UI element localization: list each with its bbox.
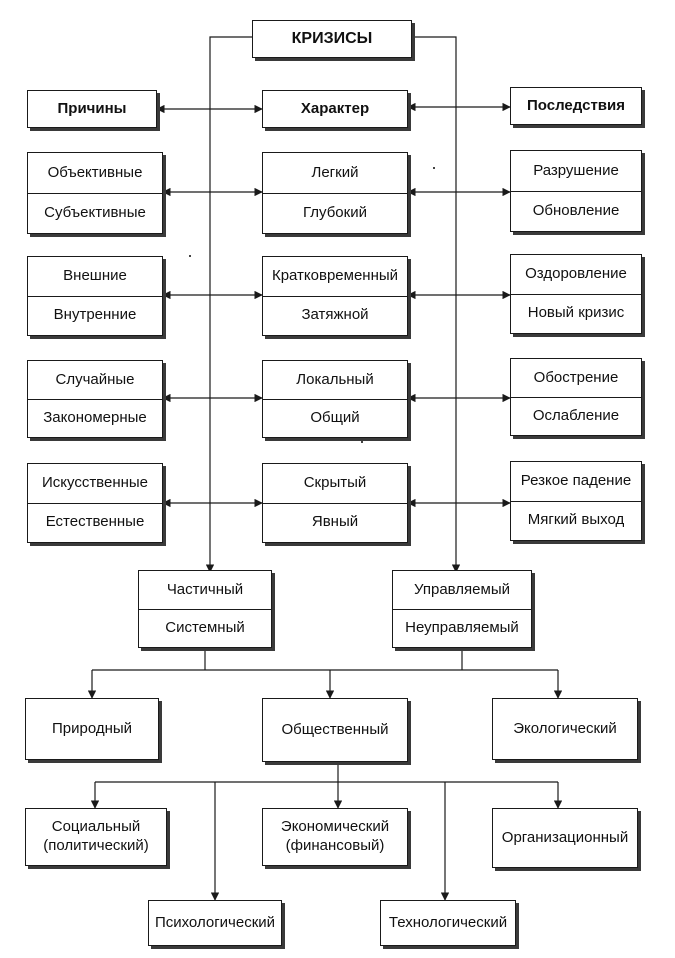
consequences-box-1: Разрушение Обновление — [510, 150, 642, 232]
technological-label: Технологический — [388, 913, 508, 931]
consequences-header: Последствия — [527, 96, 625, 114]
title-box: КРИЗИСЫ — [252, 20, 412, 58]
nature-box-3: Локальный Общий — [262, 360, 408, 438]
consequences-box-4: Резкое падение Мягкий выход — [510, 461, 642, 541]
cause-item: Искусственные — [28, 464, 162, 504]
nature-header-box: Характер — [262, 90, 408, 128]
nature-header: Характер — [300, 99, 370, 117]
nature-item: Общий — [310, 408, 360, 426]
social-political-box: Социальный (политический) — [25, 808, 167, 866]
psychological-label: Психологический — [154, 913, 276, 931]
economic-box: Экономический (финансовый) — [262, 808, 408, 866]
social-political-label: Социальный (политический) — [43, 818, 149, 854]
cause-item: Закономерные — [43, 408, 147, 426]
causes-box-2: Внешние Внутренние — [27, 256, 163, 336]
cause-item: Случайные — [28, 361, 162, 400]
consequence-item: Ослабление — [532, 406, 620, 424]
ecological-crisis-box: Экологический — [492, 698, 638, 760]
consequence-item: Разрушение — [511, 151, 641, 192]
consequences-header-box: Последствия — [510, 87, 642, 125]
cause-item: Объективные — [28, 153, 162, 194]
consequence-item: Резкое падение — [511, 462, 641, 502]
psychological-box: Психологический — [148, 900, 282, 946]
technological-box: Технологический — [380, 900, 516, 946]
scan-speck — [361, 441, 363, 443]
nature-item: Кратковременный — [263, 257, 407, 297]
social-crisis-box: Общественный — [262, 698, 408, 762]
natural-crisis-label: Природный — [51, 719, 133, 737]
scope-item: Системный — [165, 618, 245, 636]
cause-item: Внутренние — [53, 306, 137, 324]
scope-box: Частичный Системный — [138, 570, 272, 648]
control-box: Управляемый Неуправляемый — [392, 570, 532, 648]
organizational-label: Организационный — [501, 828, 629, 846]
scope-item: Частичный — [139, 571, 271, 610]
control-item: Неуправляемый — [405, 618, 519, 636]
nature-item: Скрытый — [263, 464, 407, 504]
consequence-item: Обострение — [511, 359, 641, 398]
consequences-box-2: Оздоровление Новый кризис — [510, 254, 642, 334]
social-crisis-label: Общественный — [281, 720, 389, 738]
nature-item: Легкий — [263, 153, 407, 194]
control-item: Управляемый — [393, 571, 531, 610]
nature-item: Затяжной — [301, 306, 369, 324]
nature-item: Явный — [311, 513, 359, 531]
nature-item: Глубокий — [303, 203, 367, 221]
nature-box-2: Кратковременный Затяжной — [262, 256, 408, 336]
scan-speck — [433, 167, 435, 169]
causes-header-box: Причины — [27, 90, 157, 128]
title-to-control-line — [412, 36, 461, 573]
economic-label: Экономический (финансовый) — [280, 818, 390, 854]
consequences-box-3: Обострение Ослабление — [510, 358, 642, 436]
organizational-box: Организационный — [492, 808, 638, 868]
cause-item: Естественные — [45, 513, 145, 531]
ecological-crisis-label: Экологический — [513, 719, 617, 737]
consequence-item: Оздоровление — [511, 255, 641, 295]
diagram-title: КРИЗИСЫ — [291, 30, 373, 47]
causes-box-1: Объективные Субъективные — [27, 152, 163, 234]
scan-speck — [189, 255, 191, 257]
causes-header: Причины — [57, 99, 127, 117]
nature-box-4: Скрытый Явный — [262, 463, 408, 543]
nature-box-1: Легкий Глубокий — [262, 152, 408, 234]
consequence-item: Новый кризис — [527, 304, 625, 322]
causes-box-4: Искусственные Естественные — [27, 463, 163, 543]
nature-item: Локальный — [263, 361, 407, 400]
consequence-item: Обновление — [532, 201, 620, 219]
consequence-item: Мягкий выход — [527, 511, 625, 529]
causes-box-3: Случайные Закономерные — [27, 360, 163, 438]
title-to-scope-line — [205, 36, 252, 573]
cause-item: Внешние — [28, 257, 162, 297]
cause-item: Субъективные — [44, 203, 146, 221]
natural-crisis-box: Природный — [25, 698, 159, 760]
